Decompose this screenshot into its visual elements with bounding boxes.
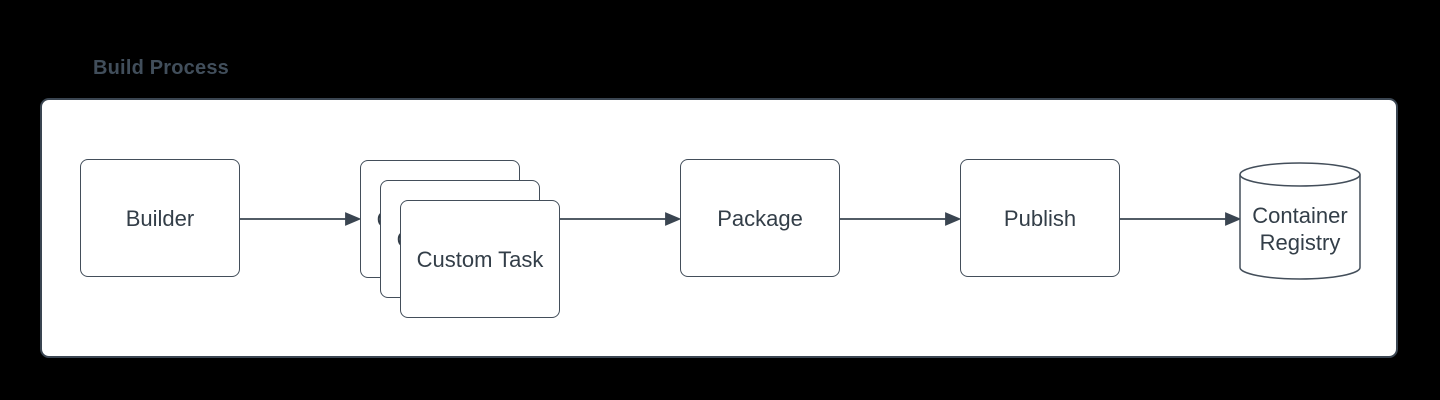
node-package: Package: [680, 159, 840, 277]
cylinder-icon: [1239, 162, 1361, 280]
node-container-registry: Container Registry: [1239, 162, 1361, 280]
node-custom-task-label: Custom Task: [416, 246, 544, 272]
node-publish: Publish: [960, 159, 1120, 277]
node-builder: Builder: [80, 159, 240, 277]
diagram-canvas: Builder Custom Task Custom Task Custom T…: [40, 98, 1398, 358]
edge-builder-to-custom-task: [240, 212, 362, 226]
node-publish-label: Publish: [1003, 205, 1077, 231]
edge-custom-task-to-package: [560, 212, 682, 226]
node-custom-task: Custom Task: [400, 200, 560, 318]
edge-package-to-publish: [840, 212, 962, 226]
diagram-title: Build Process: [93, 57, 229, 79]
edge-publish-to-container-registry: [1120, 212, 1242, 226]
node-container-registry-label: Container Registry: [1252, 203, 1348, 255]
node-package-label: Package: [717, 205, 803, 231]
node-builder-label: Builder: [125, 205, 195, 231]
